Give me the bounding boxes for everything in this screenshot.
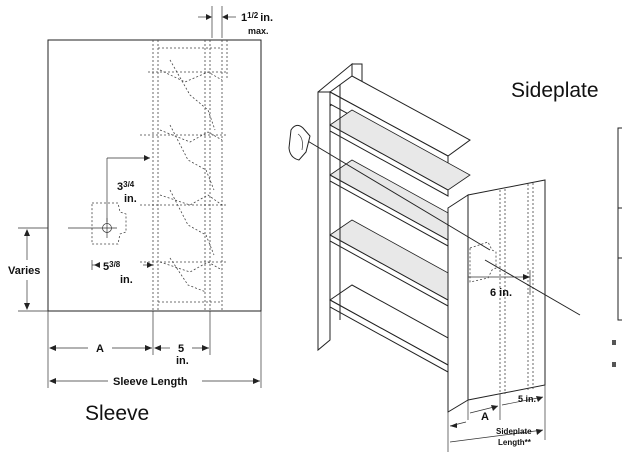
sleeve-dim-5: 5 — [178, 343, 184, 355]
damper-isometric: 6 in. 5 in. A Sideplate Length** — [288, 62, 581, 452]
varies-label: Varies — [8, 265, 40, 277]
sideplate-dim-6: 6 in. — [490, 287, 512, 299]
dim-5-3-8: 53/8 — [103, 260, 121, 273]
sleeve-dim-5-unit: in. — [176, 355, 189, 367]
sideplate-dim-5: 5 in. — [518, 394, 536, 404]
sleeve-title: Sleeve — [85, 402, 149, 425]
dim-5-3-8-unit: in. — [120, 274, 133, 286]
sideplate-length-label-2: Length** — [498, 438, 532, 447]
shaft — [484, 259, 581, 316]
sleeve-length-label: Sleeve Length — [113, 376, 188, 388]
sideplate-outline — [617, 127, 622, 321]
sideplate-length-label-1: Sideplate — [496, 427, 532, 436]
sideplate-front — [447, 194, 469, 413]
crank-handle-icon — [288, 124, 311, 161]
sideplate-dim-a: A — [481, 411, 489, 423]
dim-3-3-4-unit: in. — [124, 193, 137, 205]
sleeve-outline — [47, 39, 262, 312]
dim-3-3-4: 33/4 — [117, 180, 135, 193]
sideplate-view: Sideplate — [511, 79, 622, 367]
sleeve-dim-a: A — [96, 343, 104, 355]
dim-max-note: max. — [248, 26, 269, 36]
sideplate-title: Sideplate — [511, 79, 599, 102]
